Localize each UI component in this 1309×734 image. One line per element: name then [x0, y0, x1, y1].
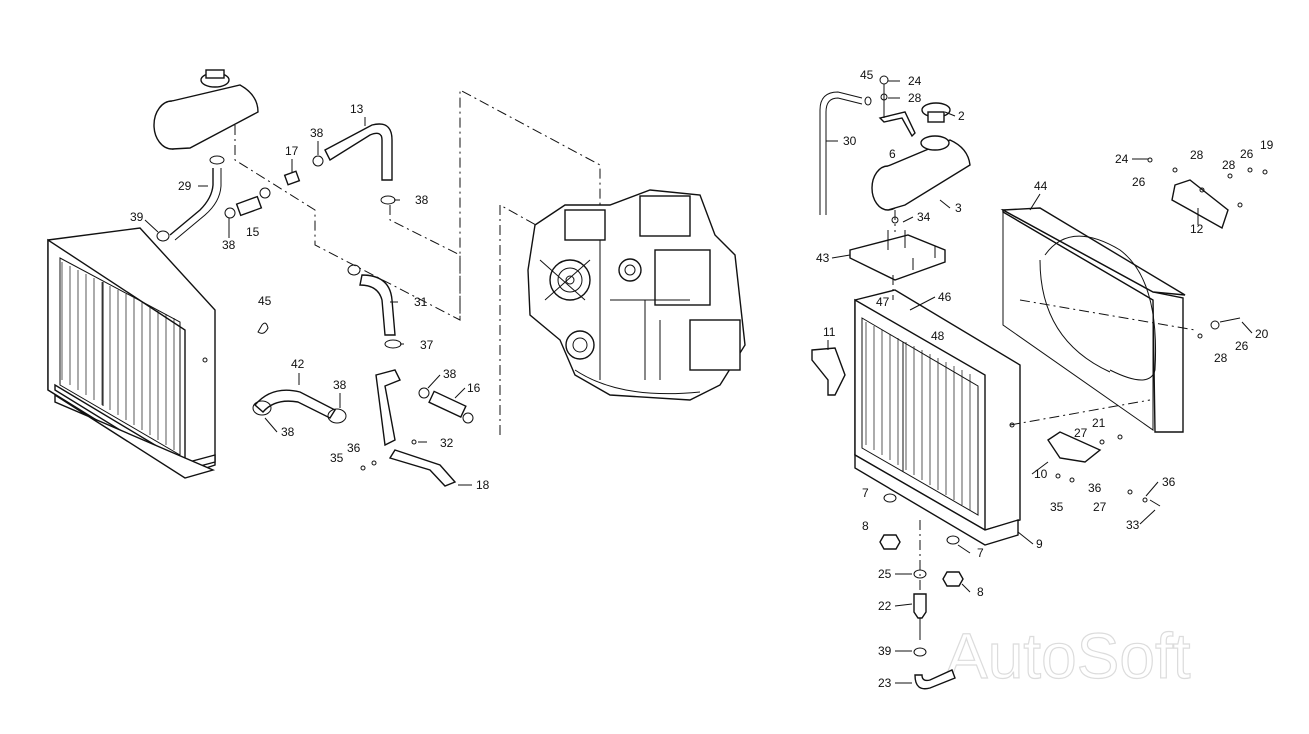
callout-27: 27: [1074, 426, 1088, 440]
fan-shroud: [1000, 207, 1186, 433]
callout-21: 21: [1092, 416, 1106, 430]
callout-labels: 45 24 28 2 13 38 17 29 39 38 15 38 45 31…: [130, 68, 1274, 690]
callout-36: 36: [1088, 481, 1102, 495]
callout-38: 38: [310, 126, 324, 140]
callout-3: 3: [955, 201, 962, 215]
callout-9: 9: [1036, 537, 1043, 551]
callout-38: 38: [443, 367, 457, 381]
callout-22: 22: [878, 599, 892, 613]
callout-45: 45: [860, 68, 874, 82]
watermark-text: AutoSoft: [945, 620, 1191, 692]
callout-18: 18: [476, 478, 490, 492]
callout-31: 31: [414, 295, 428, 309]
callout-47: 47: [876, 295, 890, 309]
right-small-parts: [811, 157, 1268, 507]
right-radiator: [854, 289, 1021, 546]
callout-16: 16: [467, 381, 481, 395]
callout-30: 30: [843, 134, 857, 148]
callout-13: 13: [350, 102, 364, 116]
callout-38: 38: [415, 193, 429, 207]
callout-7: 7: [977, 546, 984, 560]
callout-leaders: [144, 80, 1253, 684]
callout-35: 35: [330, 451, 344, 465]
callout-8: 8: [977, 585, 984, 599]
callout-7: 7: [862, 486, 869, 500]
right-leader-lines: [892, 210, 1196, 426]
callout-27: 27: [1093, 500, 1107, 514]
callout-38: 38: [281, 425, 295, 439]
callout-10: 10: [1034, 467, 1048, 481]
callout-28: 28: [1190, 148, 1204, 162]
callout-35: 35: [1050, 500, 1064, 514]
left-hoses: [156, 123, 474, 487]
callout-11: 11: [823, 325, 836, 339]
callout-45: 45: [258, 294, 272, 308]
callout-36: 36: [347, 441, 361, 455]
callout-25: 25: [878, 567, 892, 581]
callout-15: 15: [246, 225, 260, 239]
dash-leader-lines: [234, 89, 601, 435]
callout-34: 34: [917, 210, 931, 224]
left-radiator: [47, 227, 216, 479]
callout-28: 28: [1222, 158, 1236, 172]
callout-19: 19: [1260, 138, 1274, 152]
callout-20: 20: [1255, 327, 1269, 341]
callout-28: 28: [1214, 351, 1228, 365]
callout-32: 32: [440, 436, 454, 450]
callout-29: 29: [178, 179, 192, 193]
callout-37: 37: [420, 338, 434, 352]
callout-46: 46: [938, 290, 952, 304]
callout-38: 38: [222, 238, 236, 252]
callout-39: 39: [130, 210, 144, 224]
callout-33: 33: [1126, 518, 1140, 532]
callout-26: 26: [1240, 147, 1254, 161]
callout-42: 42: [291, 357, 305, 371]
callout-26: 26: [1235, 339, 1249, 353]
callout-24: 24: [908, 74, 922, 88]
callout-43: 43: [816, 251, 830, 265]
callout-44: 44: [1034, 179, 1048, 193]
callout-12: 12: [1190, 222, 1204, 236]
callout-23: 23: [878, 676, 892, 690]
engine: [527, 189, 746, 401]
left-reservoir-tank: [153, 69, 259, 165]
callout-36: 36: [1162, 475, 1176, 489]
callout-28: 28: [908, 91, 922, 105]
callout-24: 24: [1115, 152, 1129, 166]
right-reservoir-tank: [819, 75, 971, 215]
callout-2: 2: [958, 109, 965, 123]
callout-8: 8: [862, 519, 869, 533]
callout-17: 17: [285, 144, 299, 158]
right-bracket-43: [849, 216, 946, 281]
callout-48: 48: [931, 329, 945, 343]
callout-38: 38: [333, 378, 347, 392]
callout-6: 6: [889, 147, 896, 161]
callout-26: 26: [1132, 175, 1146, 189]
callout-39: 39: [878, 644, 892, 658]
drain-parts: [879, 493, 964, 690]
